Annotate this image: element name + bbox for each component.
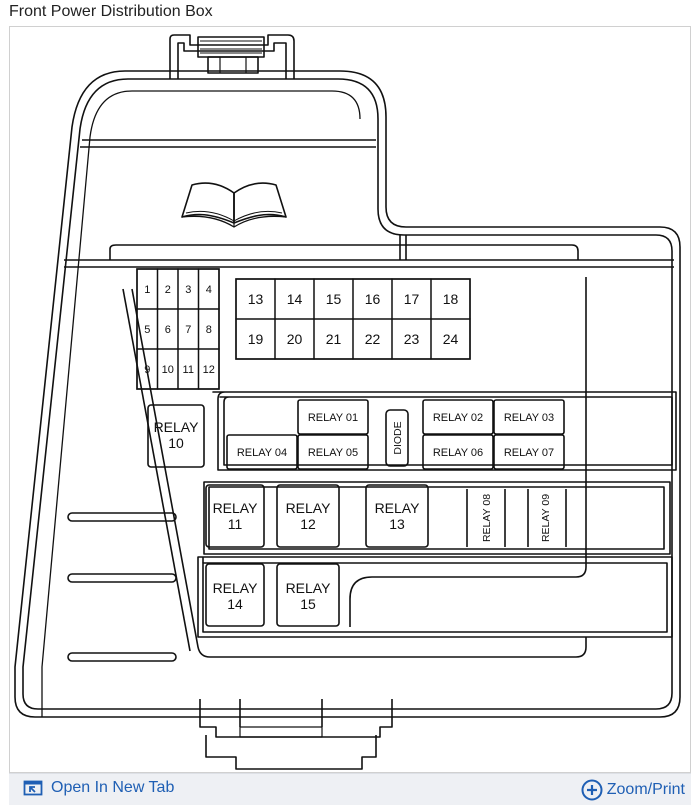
fuse-17-label: 17 bbox=[404, 291, 420, 307]
fuse-21-label: 21 bbox=[326, 331, 342, 347]
fuse-1-label: 1 bbox=[144, 284, 150, 296]
relay-15-word: RELAY bbox=[286, 580, 332, 596]
fuse-13-label: 13 bbox=[248, 291, 264, 307]
relay-05-box bbox=[297, 434, 369, 470]
diagram-title: Front Power Distribution Box bbox=[9, 3, 213, 20]
relay-14-number: 14 bbox=[227, 596, 243, 612]
diode-box bbox=[385, 409, 409, 467]
fuse-12-label: 12 bbox=[203, 364, 215, 376]
zoom-print-label: Zoom/Print bbox=[606, 781, 685, 798]
fuse-24-cell bbox=[430, 318, 471, 360]
fuse-15-label: 15 bbox=[326, 291, 342, 307]
relay-11-box bbox=[205, 484, 265, 548]
relay-03-label: RELAY 03 bbox=[504, 412, 554, 424]
relay-13-box bbox=[365, 484, 429, 548]
relay-06-box bbox=[422, 434, 494, 470]
relay-08-09-slots bbox=[466, 489, 567, 547]
fuse-22-label: 22 bbox=[365, 331, 381, 347]
fuse-9-label: 9 bbox=[144, 364, 150, 376]
diode-label: DIODE bbox=[392, 421, 404, 454]
fuse-11-label: 11 bbox=[183, 364, 194, 376]
diagram-frame bbox=[9, 26, 691, 773]
fuse-5-label: 5 bbox=[144, 324, 150, 336]
relay-11-word: RELAY bbox=[213, 500, 259, 516]
relay-05-label: RELAY 05 bbox=[308, 447, 358, 459]
relay-01-label: RELAY 01 bbox=[308, 412, 358, 424]
open-tab-icon bbox=[23, 780, 43, 796]
relay-12-word: RELAY bbox=[286, 500, 332, 516]
relay-15-box bbox=[276, 563, 340, 627]
relay-07-box bbox=[493, 434, 565, 470]
relay-14-word: RELAY bbox=[213, 580, 259, 596]
relay-01-box bbox=[297, 399, 369, 435]
large-fuse-grid: 13 14 15 16 17 18 19 20 21 22 23 24 bbox=[235, 278, 471, 360]
relay-13-number: 13 bbox=[389, 516, 405, 532]
open-in-new-tab-label: Open In New Tab bbox=[51, 779, 175, 796]
relay-12-number: 12 bbox=[300, 516, 316, 532]
relay-08-label: RELAY 08 bbox=[481, 494, 493, 542]
fuse-18-label: 18 bbox=[443, 291, 459, 307]
fuse-2-label: 2 bbox=[165, 284, 171, 296]
fuse-4-label: 4 bbox=[206, 284, 212, 296]
fuse-20-label: 20 bbox=[287, 331, 303, 347]
relay-06-label: RELAY 06 bbox=[433, 447, 483, 459]
relay-07-label: RELAY 07 bbox=[504, 447, 554, 459]
fuse-6-label: 6 bbox=[165, 324, 171, 336]
relay-13-word: RELAY bbox=[375, 500, 421, 516]
relay-14-box bbox=[205, 563, 265, 627]
relay-02-box bbox=[422, 399, 494, 435]
relay-15-number: 15 bbox=[300, 596, 316, 612]
relay-04-label: RELAY 04 bbox=[237, 447, 287, 459]
fuse-10-label: 10 bbox=[162, 364, 174, 376]
book-info-icon bbox=[181, 182, 287, 228]
relay-11-number: 11 bbox=[228, 516, 243, 532]
relay-03-box bbox=[493, 399, 565, 435]
fuse-8-label: 8 bbox=[206, 324, 212, 336]
relay-02-label: RELAY 02 bbox=[433, 412, 483, 424]
relay-09-label: RELAY 09 bbox=[540, 494, 552, 542]
fuse-7-label: 7 bbox=[185, 324, 191, 336]
fuse-3-label: 3 bbox=[185, 284, 191, 296]
open-in-new-tab-link[interactable]: Open In New Tab bbox=[23, 779, 174, 797]
zoom-plus-icon bbox=[581, 779, 603, 801]
fuse-16-label: 16 bbox=[365, 291, 381, 307]
fuse-23-label: 23 bbox=[404, 331, 420, 347]
box-outline bbox=[14, 70, 681, 718]
fuse-19-label: 19 bbox=[248, 331, 264, 347]
relay-10-word: RELAY bbox=[154, 419, 200, 435]
relay-10-box bbox=[147, 404, 205, 468]
footer-bar: Open In New Tab Zoom/Print bbox=[9, 773, 691, 805]
relay-10-number: 10 bbox=[168, 435, 184, 451]
fuse-14-label: 14 bbox=[287, 291, 303, 307]
relay-12-box bbox=[276, 484, 340, 548]
zoom-print-link[interactable]: Zoom/Print bbox=[581, 779, 685, 801]
fuse-24-label: 24 bbox=[443, 331, 459, 347]
fuse-12-cell bbox=[197, 348, 220, 390]
relay-04-box bbox=[226, 434, 298, 470]
